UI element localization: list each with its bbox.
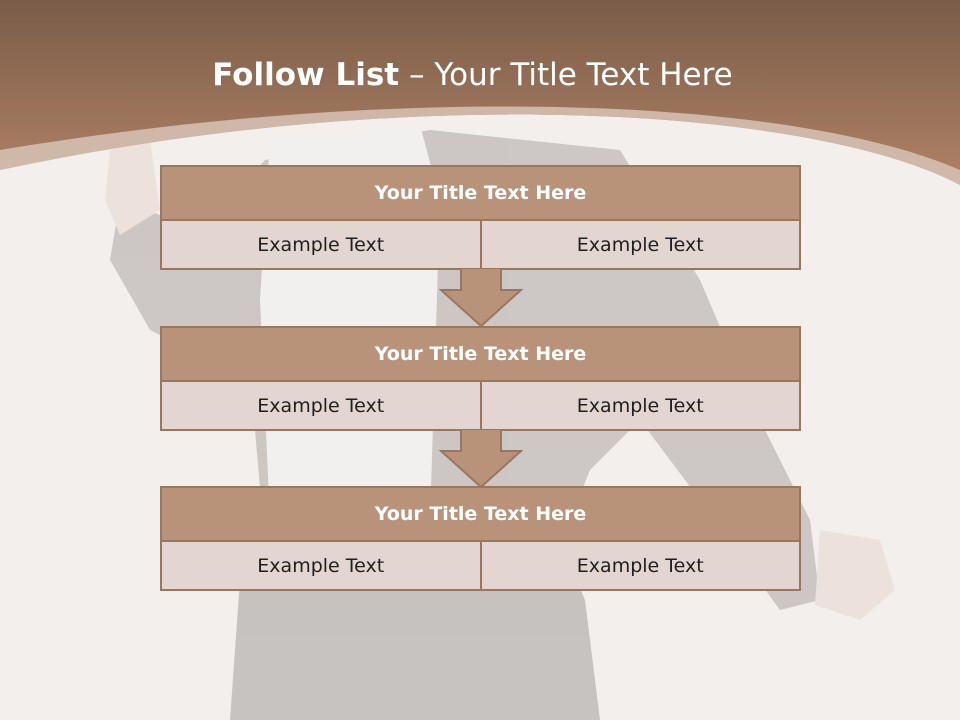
down-arrow-icon: [439, 268, 523, 328]
block-cell-left: Example Text: [160, 382, 482, 431]
block-title: Your Title Text Here: [160, 165, 801, 221]
slide-title-rest: – Your Title Text Here: [408, 57, 733, 93]
header-fill: [0, 0, 960, 185]
header-band: [0, 0, 960, 185]
list-block-1: Your Title Text Here Example Text Exampl…: [160, 165, 801, 270]
header-swoosh: [0, 106, 960, 185]
slide-title: Follow List – Your Title Text Here: [0, 55, 945, 95]
block-cell-right: Example Text: [481, 221, 801, 270]
block-cell-left: Example Text: [160, 221, 482, 270]
block-title: Your Title Text Here: [160, 486, 801, 542]
figure-right-hand: [815, 530, 895, 620]
block-row: Example Text Example Text: [160, 542, 801, 591]
list-block-3: Your Title Text Here Example Text Exampl…: [160, 486, 801, 591]
block-cell-right: Example Text: [481, 542, 801, 591]
block-cell-right: Example Text: [481, 382, 801, 431]
down-arrow-icon: [439, 429, 523, 489]
block-cell-left: Example Text: [160, 542, 482, 591]
block-row: Example Text Example Text: [160, 221, 801, 270]
slide-title-bold: Follow List: [212, 57, 400, 93]
figure-left-hand: [105, 140, 160, 235]
block-title: Your Title Text Here: [160, 326, 801, 382]
list-block-2: Your Title Text Here Example Text Exampl…: [160, 326, 801, 431]
block-row: Example Text Example Text: [160, 382, 801, 431]
